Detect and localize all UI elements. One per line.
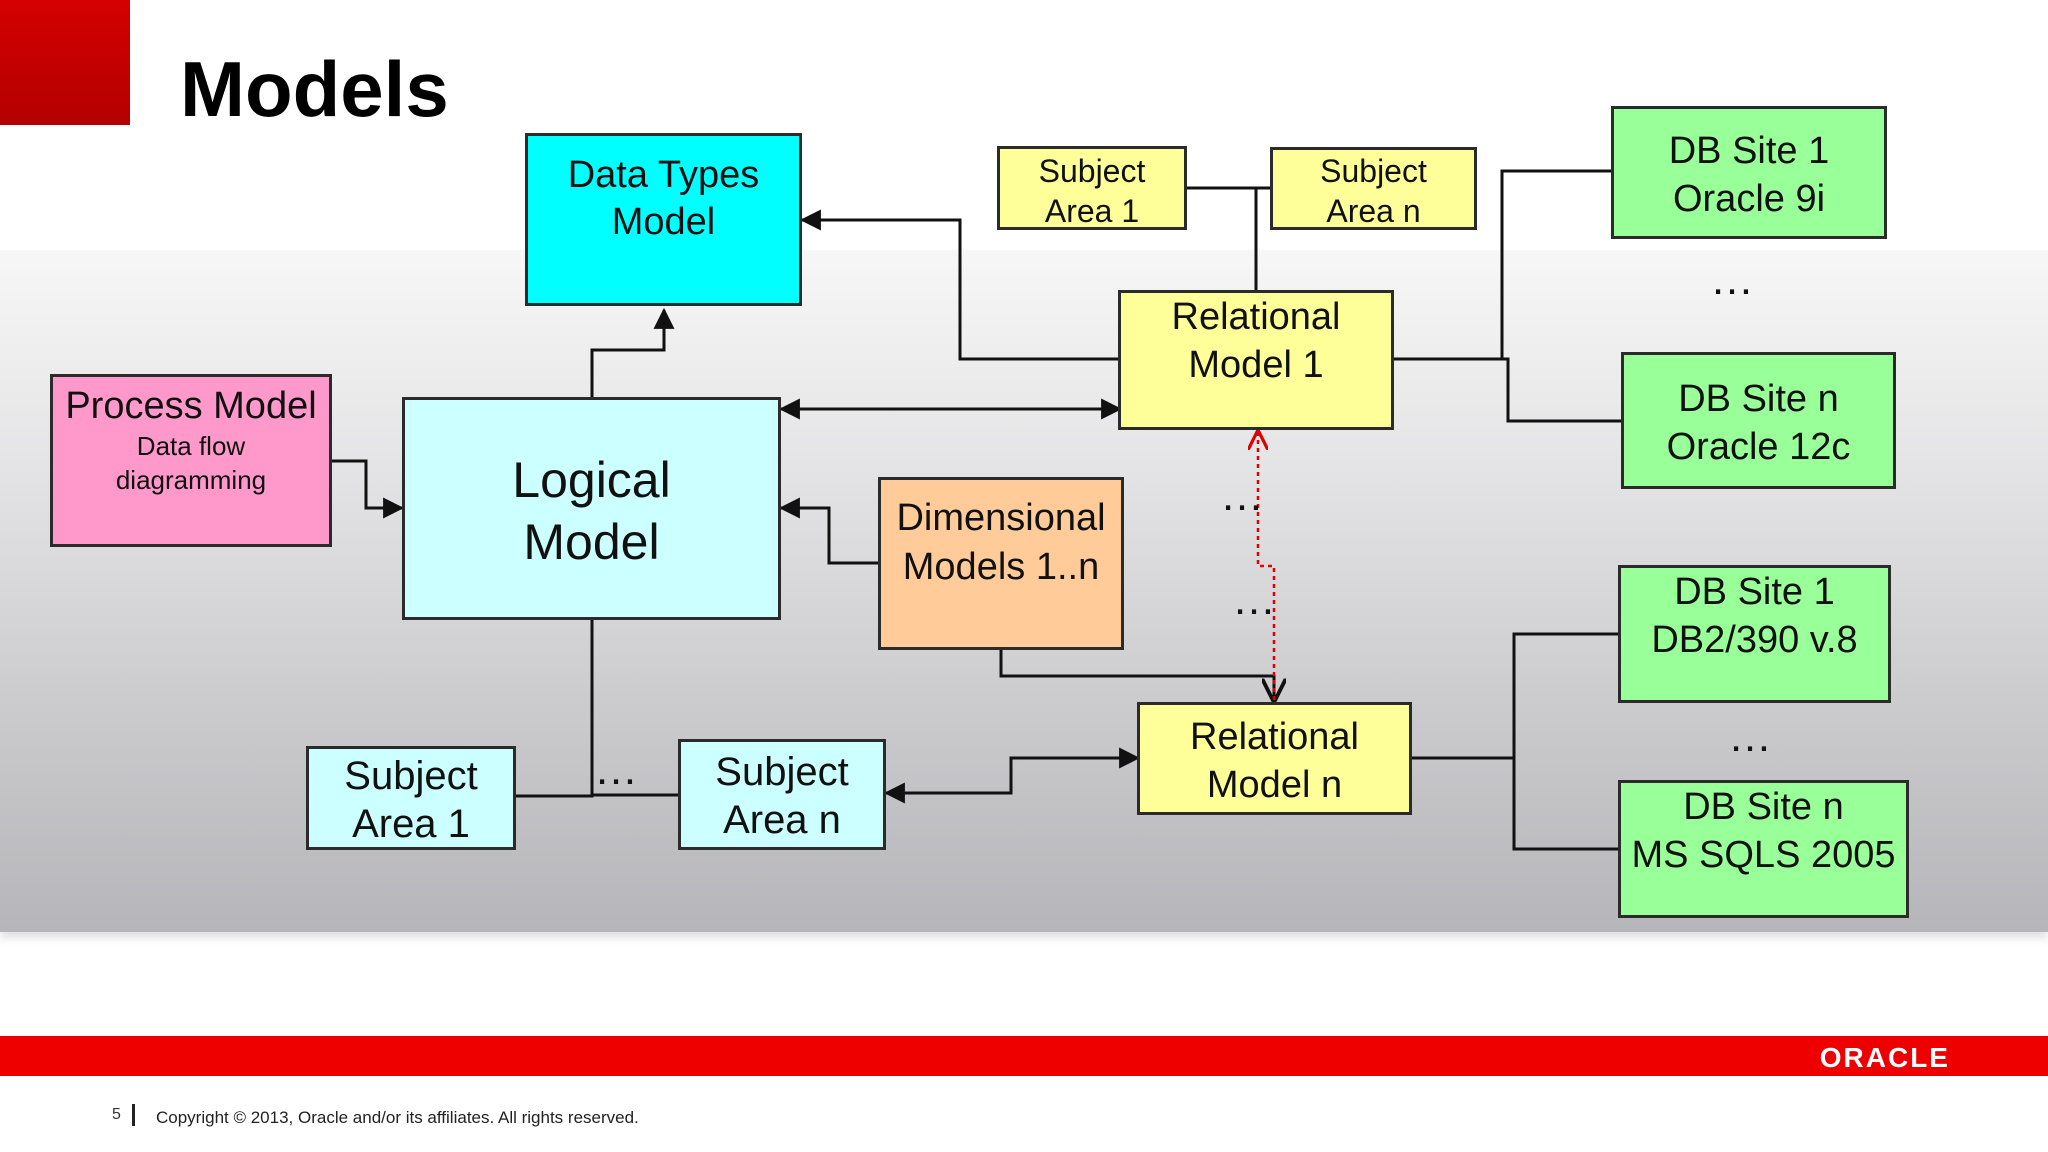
logical-subject-area-1: Subject Area 1 [306,746,516,850]
process-model-sub1: Data flow [136,431,246,461]
db-site-n-mssql-line1: DB Site n [1683,786,1844,828]
db-site-1-oracle-line2: Oracle 9i [1672,178,1826,220]
db-site-n-mssql-line2: MS SQLS 2005 [1631,834,1896,876]
db-site-n-oracle-box: DB Site n Oracle 12c [1621,352,1896,489]
db-site-1-db2-box: DB Site 1 DB2/390 v.8 [1618,565,1891,703]
connector-subjectn-relationaln [883,747,1141,804]
logical-model-line1: Logical [512,452,671,508]
relational-1-line2: Model 1 [1188,344,1324,386]
page-number: 5 [112,1106,121,1123]
db-site-n-mssql-box: DB Site n MS SQLS 2005 [1618,780,1909,918]
rel-subject-n-line2: Area n [1326,193,1421,229]
ellipsis-relational-lower: … [1232,575,1280,624]
dashed-arrow-relational [1258,432,1276,700]
relational-1-line1: Relational [1171,296,1341,338]
log-subject-n-line1: Subject [715,750,849,794]
ellipsis-subject-areas: … [594,745,642,794]
relational-model-n-box: Relational Model n [1137,702,1412,815]
log-subject-1-line1: Subject [344,754,478,798]
process-model-sub2: diagramming [115,465,267,495]
dimensional-line1: Dimensional [896,497,1106,539]
connector-relational1-datatypes [799,209,1118,361]
relational-n-line2: Model n [1206,764,1343,806]
copyright-text: Copyright © 2013, Oracle and/or its affi… [156,1108,639,1127]
logical-model-line2: Model [523,514,660,570]
dimensional-line2: Models 1..n [902,546,1100,588]
data-types-line1: Data Types [567,154,760,196]
connector-dimensional-logical [778,497,879,565]
connector-process-logical [331,459,405,519]
data-types-model-box: Data Types Model [525,133,802,306]
relational-model-1-box: Relational Model 1 [1118,290,1394,430]
db-site-1-oracle-box: DB Site 1 Oracle 9i [1611,106,1887,239]
relational-subject-area-1: Subject Area 1 [997,146,1187,230]
connector-dimensional-relationaln [999,648,1274,700]
process-model-box: Process Model Data flow diagramming [50,374,332,547]
ellipsis-db-other: … [1728,712,1776,761]
relational-subject-area-n: Subject Area n [1270,147,1477,230]
db-site-1-db2-line1: DB Site 1 [1674,571,1835,613]
ellipsis-db-oracle: … [1710,255,1758,304]
db-site-n-oracle-line2: Oracle 12c [1666,426,1851,468]
footer-separator [132,1104,135,1126]
data-types-line2: Model [611,201,716,243]
db-site-1-db2-line2: DB2/390 v.8 [1651,619,1858,661]
connector-logical-subject-areas [515,618,594,798]
connector-logical-datatypes [590,307,675,397]
rel-subject-n-line1: Subject [1320,153,1427,189]
brand-footer-bar [0,1036,2048,1076]
process-model-title: Process Model [65,385,317,427]
slide-title: Models [180,45,449,133]
log-subject-n-line2: Area n [723,798,841,842]
dimensional-models-box: Dimensional Models 1..n [878,477,1124,650]
logical-subject-area-n: Subject Area n [678,739,886,850]
logical-model-box: Logical Model [402,397,781,620]
ellipsis-relational-upper: … [1220,471,1268,520]
rel-subject-1-line1: Subject [1038,153,1146,189]
db-site-n-oracle-line1: DB Site n [1678,378,1839,420]
rel-subject-1-line2: Area 1 [1044,193,1140,229]
db-site-1-oracle-line1: DB Site 1 [1668,130,1830,172]
relational-n-line1: Relational [1190,716,1359,758]
oracle-logo: ORACLE [1819,1042,1950,1073]
log-subject-1-line2: Area 1 [352,802,470,846]
brand-corner-block [0,0,130,125]
